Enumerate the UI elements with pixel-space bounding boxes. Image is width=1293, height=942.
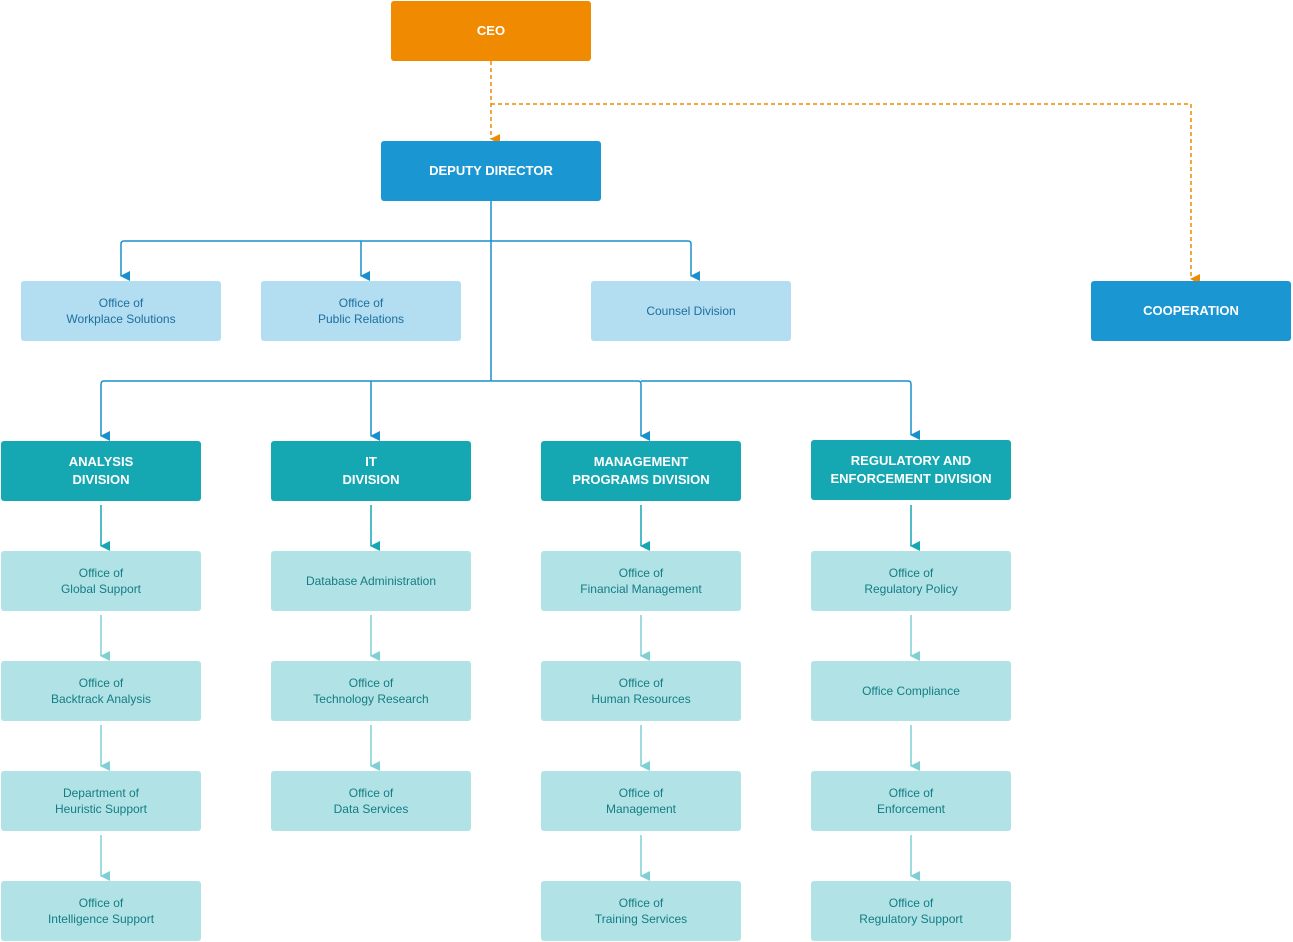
division-label: MANAGEMENT PROGRAMS DIVISION bbox=[572, 454, 710, 487]
office-regulatory-support-node[interactable]: Office of Regulatory Support bbox=[811, 881, 1011, 941]
deputy-director-node[interactable]: DEPUTY DIRECTOR bbox=[381, 141, 601, 201]
cooperation-label: COOPERATION bbox=[1143, 303, 1239, 318]
item-label: Office of Intelligence Support bbox=[47, 896, 155, 926]
division-label: ANALYSIS DIVISION bbox=[68, 454, 134, 487]
ceo-label: CEO bbox=[476, 23, 506, 38]
department-heuristic-support-node[interactable]: Department of Heuristic Support bbox=[1, 771, 201, 831]
cooperation-node[interactable]: COOPERATION bbox=[1091, 281, 1291, 341]
database-administration-node[interactable]: Database Administration bbox=[271, 551, 471, 611]
connector-item-chains bbox=[100, 615, 920, 881]
office-technology-research-node[interactable]: Office of Technology Research bbox=[271, 661, 471, 721]
item-label: Office Compliance bbox=[862, 684, 960, 698]
item-label: Office of Human Resources bbox=[591, 676, 691, 706]
item-label: Office of Technology Research bbox=[313, 676, 429, 706]
office-intelligence-support-node[interactable]: Office of Intelligence Support bbox=[1, 881, 201, 941]
deputy-director-label: DEPUTY DIRECTOR bbox=[429, 163, 553, 178]
item-label: Office of Management bbox=[605, 786, 677, 816]
item-label: Office of Financial Management bbox=[580, 566, 702, 596]
item-label: Office of Data Services bbox=[333, 786, 409, 816]
office-label: Office of Public Relations bbox=[317, 296, 405, 326]
office-backtrack-analysis-node[interactable]: Office of Backtrack Analysis bbox=[1, 661, 201, 721]
item-label: Office of Training Services bbox=[594, 896, 688, 926]
office-human-resources-node[interactable]: Office of Human Resources bbox=[541, 661, 741, 721]
item-label: Office of Backtrack Analysis bbox=[50, 676, 152, 706]
item-label: Department of Heuristic Support bbox=[54, 786, 148, 816]
item-label: Office of Regulatory Support bbox=[859, 896, 963, 926]
office-compliance-node[interactable]: Office Compliance bbox=[811, 661, 1011, 721]
office-regulatory-policy-node[interactable]: Office of Regulatory Policy bbox=[811, 551, 1011, 611]
office-global-support-node[interactable]: Office of Global Support bbox=[1, 551, 201, 611]
office-public-relations-node[interactable]: Office of Public Relations bbox=[261, 281, 461, 341]
connector-division-first-items bbox=[100, 505, 920, 551]
office-financial-management-node[interactable]: Office of Financial Management bbox=[541, 551, 741, 611]
office-label: Office of Workplace Solutions bbox=[66, 296, 176, 326]
division-label: IT DIVISION bbox=[342, 454, 400, 487]
ceo-node[interactable]: CEO bbox=[391, 1, 591, 61]
connector-ceo-cooperation bbox=[491, 103, 1200, 284]
analysis-division-node[interactable]: ANALYSIS DIVISION bbox=[1, 441, 201, 501]
item-label: Database Administration bbox=[305, 574, 437, 588]
division-label: REGULATORY AND ENFORCEMENT DIVISION bbox=[830, 453, 992, 486]
counsel-division-node[interactable]: Counsel Division bbox=[591, 281, 791, 341]
office-enforcement-node[interactable]: Office of Enforcement bbox=[811, 771, 1011, 831]
management-programs-division-node[interactable]: MANAGEMENT PROGRAMS DIVISION bbox=[541, 441, 741, 501]
office-training-services-node[interactable]: Office of Training Services bbox=[541, 881, 741, 941]
office-workplace-solutions-node[interactable]: Office of Workplace Solutions bbox=[21, 281, 221, 341]
item-label: Office of Enforcement bbox=[876, 786, 946, 816]
it-division-node[interactable]: IT DIVISION bbox=[271, 441, 471, 501]
regulatory-enforcement-division-node[interactable]: REGULATORY AND ENFORCEMENT DIVISION bbox=[811, 440, 1011, 500]
office-management-node[interactable]: Office of Management bbox=[541, 771, 741, 831]
item-label: Office of Global Support bbox=[60, 566, 142, 596]
connector-deputy-offices bbox=[120, 201, 700, 380]
item-label: Office of Regulatory Policy bbox=[864, 566, 958, 596]
connector-deputy-divisions bbox=[100, 379, 920, 441]
office-label: Counsel Division bbox=[646, 304, 736, 318]
office-data-services-node[interactable]: Office of Data Services bbox=[271, 771, 471, 831]
